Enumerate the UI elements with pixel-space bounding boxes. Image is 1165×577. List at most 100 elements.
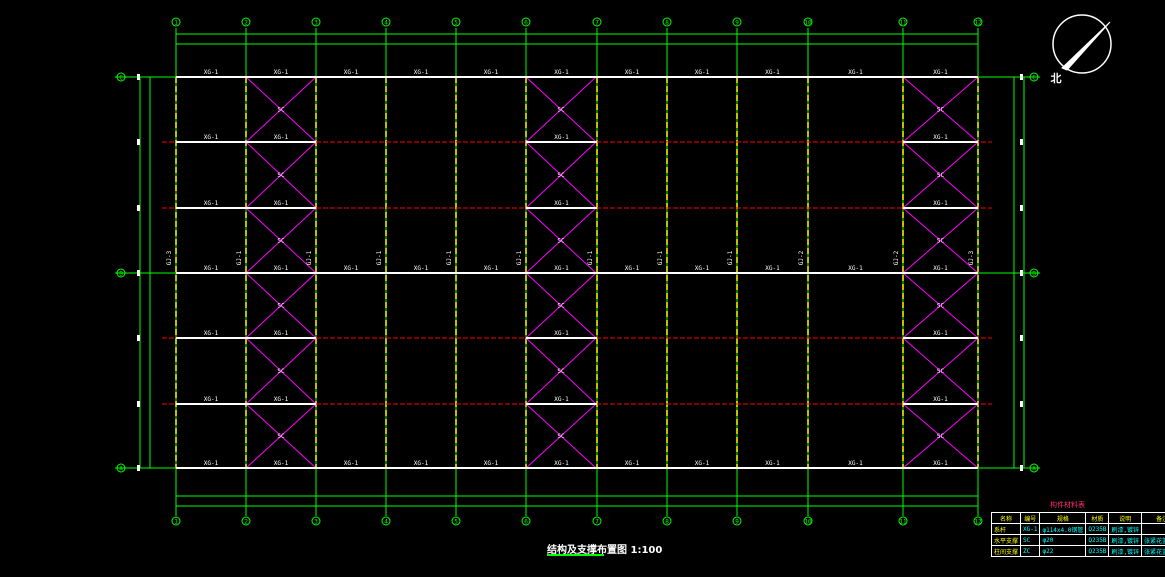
grid-bubble-label: 5 <box>454 20 458 27</box>
dimension-tick <box>1020 270 1023 276</box>
legend-cell: 刷漆,镀锌 <box>1108 545 1143 557</box>
north-arrow-circle <box>1052 14 1112 74</box>
brace-diagonal <box>525 403 597 469</box>
grid-bubble-col: 8 <box>662 516 672 526</box>
grid-bubble-col: 6 <box>521 516 531 526</box>
grid-bubble-label: 1 <box>174 519 178 526</box>
grid-bubble-col: 5 <box>451 17 461 27</box>
grid-bubble-col: 9 <box>732 516 742 526</box>
brace-diagonal <box>525 337 597 405</box>
grid-bubble-col: 4 <box>381 516 391 526</box>
tie-beam-label: XG-1 <box>695 69 710 76</box>
legend-cell: SC <box>1020 534 1041 546</box>
tie-beam-label: XG-1 <box>933 134 948 141</box>
brace-diagonal <box>525 207 597 274</box>
tie-beam-label: XG-1 <box>274 330 289 337</box>
brace-label: SC <box>937 303 945 310</box>
grid-bubble-label: 3 <box>314 20 318 27</box>
brace-diagonal <box>902 76 979 143</box>
legend-row: 水平支撑 SC φ20 Q235B 刷漆,镀锌 张紧花篮螺栓 <box>990 534 1165 546</box>
brace-diagonal <box>245 76 317 143</box>
legend-cell: φ22 <box>1039 545 1087 557</box>
frame-label: GJ-1 <box>516 250 523 265</box>
grid-bubble-label: 9 <box>735 519 739 526</box>
grid-bubble-circle <box>1029 463 1039 473</box>
tie-beam-label: XG-1 <box>933 200 948 207</box>
grid-bubble-circle <box>116 72 126 82</box>
grid-bubble-circle <box>171 17 181 27</box>
tie-beam-label: XG-1 <box>414 69 429 76</box>
grid-bubble-col: 2 <box>241 516 251 526</box>
legend-cell <box>1141 523 1165 535</box>
grid-bubble-circle <box>1029 72 1039 82</box>
grid-bubble-col: 12 <box>973 17 983 27</box>
grid-bubble-col: 7 <box>592 516 602 526</box>
grid-bubble-col: 2 <box>241 17 251 27</box>
brace-diagonal <box>245 337 317 405</box>
legend-cell: 张紧花篮螺栓 <box>1141 534 1165 546</box>
grid-bubble-col: 5 <box>451 516 461 526</box>
frame-label: GJ-2 <box>893 250 900 265</box>
north-arrow-icon: 北 <box>1051 14 1112 85</box>
grid-bubble-col: 7 <box>592 17 602 27</box>
member-legend-table: 名称 编号 规格 材质 说明 备注 系杆 XG-1 φ114x4.0钢管 Q23… <box>990 512 1165 557</box>
tie-beam-label: XG-1 <box>695 460 710 467</box>
grid-bubble-label: 6 <box>524 519 528 526</box>
grid-bubble-circle <box>311 17 321 27</box>
tie-beam-label: XG-1 <box>933 460 948 467</box>
dimension-tick <box>137 74 140 80</box>
frame-label: GJ-1 <box>236 250 243 265</box>
grid-bubble-label: 12 <box>974 519 982 526</box>
tie-beam-label: XG-1 <box>274 69 289 76</box>
grid-bubble-col: 8 <box>662 17 672 27</box>
tie-beam-label: XG-1 <box>344 265 359 272</box>
brace-label: SC <box>557 172 565 179</box>
grid-bubble-label: 10 <box>804 519 812 526</box>
brace-diagonal <box>902 272 979 339</box>
grid-bubble-label: 11 <box>899 20 907 27</box>
tie-beam-label: XG-1 <box>414 460 429 467</box>
tie-beam-label: XG-1 <box>765 265 780 272</box>
tie-beam-label: XG-1 <box>933 396 948 403</box>
brace-diagonal <box>525 141 597 209</box>
grid-bubble-circle <box>662 17 672 27</box>
legend-header-row: 名称 编号 规格 材质 说明 备注 <box>990 512 1165 524</box>
legend-cell: φ114x4.0钢管 <box>1039 523 1087 535</box>
frame-label: GJ-1 <box>306 250 313 265</box>
grid-bubble-row: C <box>116 72 126 82</box>
grid-bubble-label: 7 <box>595 519 599 526</box>
grid-bubble-circle <box>732 516 742 526</box>
brace-diagonal <box>902 337 979 405</box>
brace-diagonal <box>902 141 979 209</box>
grid-bubble-label: 2 <box>244 519 248 526</box>
grid-bubble-col: 9 <box>732 17 742 27</box>
frame-label: GJ-1 <box>657 250 664 265</box>
brace-label: SC <box>277 368 285 375</box>
tie-beam-label: XG-1 <box>274 396 289 403</box>
dimension-tick <box>137 335 140 341</box>
tie-beam-label: XG-1 <box>274 200 289 207</box>
legend-cell: 系杆 <box>990 523 1022 535</box>
grid-bubble-row: C <box>1029 72 1039 82</box>
grid-bubble-row: A <box>116 463 126 473</box>
grid-bubble-circle <box>803 17 813 27</box>
frame-label: GJ-1 <box>446 250 453 265</box>
brace-diagonal <box>245 403 317 469</box>
grid-bubble-col: 6 <box>521 17 531 27</box>
tie-beam-label: XG-1 <box>554 460 569 467</box>
tie-beam-label: XG-1 <box>765 460 780 467</box>
legend-header: 规格 <box>1039 512 1087 524</box>
legend-header: 编号 <box>1020 512 1041 524</box>
tie-beam-label: XG-1 <box>204 200 219 207</box>
grid-bubble-circle <box>241 17 251 27</box>
tie-beam-label: XG-1 <box>765 69 780 76</box>
grid-bubble-circle <box>898 516 908 526</box>
grid-bubble-label: 8 <box>665 519 669 526</box>
tie-beam-label: XG-1 <box>554 330 569 337</box>
brace-label: SC <box>937 107 945 114</box>
tie-beam-label: XG-1 <box>344 460 359 467</box>
brace-label: SC <box>277 238 285 245</box>
title-underline <box>547 554 605 556</box>
grid-bubble-label: B <box>1032 271 1036 278</box>
